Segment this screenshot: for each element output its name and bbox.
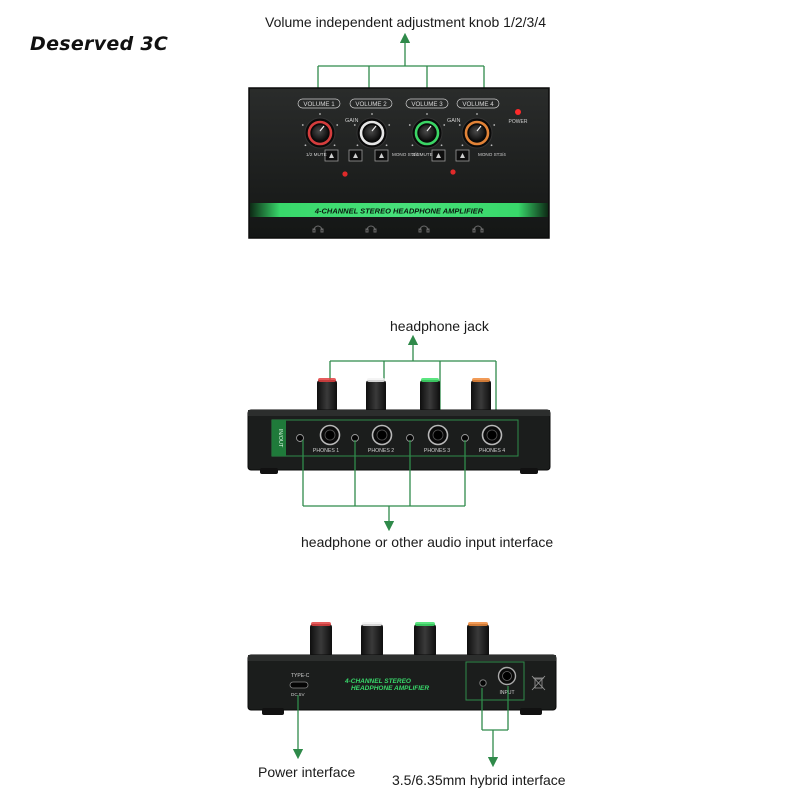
jack-labels: PHONES 1 PHONES 2 PHONES 3 PHONES 4 bbox=[313, 448, 505, 454]
gain-label-right: GAIN bbox=[447, 118, 460, 124]
type-c-port[interactable] bbox=[289, 681, 309, 689]
scale-tick bbox=[411, 144, 414, 147]
rear-knob-2[interactable] bbox=[361, 622, 383, 657]
mode-label-right: MONO ST3/4 bbox=[478, 152, 506, 157]
scale-tick bbox=[443, 124, 446, 126]
callout-hybrid-interface: 3.5/6.35mm hybrid interface bbox=[392, 772, 566, 788]
brand-watermark: Deserved 3C bbox=[30, 33, 169, 55]
input-bracket bbox=[302, 440, 466, 532]
scale-tick bbox=[493, 124, 496, 126]
headphone-icon bbox=[365, 225, 377, 233]
callout-headphone-jack: headphone jack bbox=[390, 318, 489, 334]
volume-1-label: VOLUME 1 bbox=[303, 101, 335, 108]
port-sub-label: DC 5V bbox=[291, 692, 305, 697]
scale-tick bbox=[440, 144, 443, 147]
volume-3-label: VOLUME 3 bbox=[411, 101, 443, 108]
front-knob-3[interactable] bbox=[420, 378, 440, 412]
jack-label-4: PHONES 4 bbox=[479, 448, 505, 454]
mute-controls: 1/2 MUTE MONO ST1/2 3/4 MUTE MONO ST3/4 bbox=[306, 149, 506, 162]
power-label: POWER bbox=[509, 119, 528, 125]
scale-tick bbox=[490, 144, 493, 147]
scale-tick bbox=[353, 124, 356, 126]
clip-led-right bbox=[450, 169, 456, 175]
phones-jack-1[interactable] bbox=[296, 424, 341, 446]
input-jack-3-5mm[interactable] bbox=[479, 679, 487, 687]
side-label: IN/OUT bbox=[277, 429, 283, 448]
rear-knob-4[interactable] bbox=[467, 622, 489, 657]
phones-jack-3[interactable] bbox=[406, 424, 449, 446]
foot bbox=[260, 468, 278, 474]
rear-product-name-line1: 4-CHANNEL STEREO bbox=[344, 678, 411, 685]
scale-tick bbox=[371, 113, 373, 115]
foot bbox=[520, 468, 538, 474]
rear-knob-3[interactable] bbox=[414, 622, 436, 657]
callout-audio-input: headphone or other audio input interface bbox=[301, 534, 554, 550]
gain-label-left: GAIN bbox=[345, 118, 358, 124]
volume-2-label: VOLUME 2 bbox=[355, 101, 387, 108]
scale-tick bbox=[458, 124, 461, 126]
phones-jack-4[interactable] bbox=[461, 424, 503, 446]
weee-bin-icon bbox=[531, 675, 546, 691]
volume-knob-4[interactable] bbox=[458, 113, 496, 149]
volume-labels: VOLUME 1 VOLUME 2 VOLUME 3 VOLUME 4 bbox=[297, 98, 500, 109]
mute-label-left: 1/2 MUTE bbox=[306, 152, 327, 157]
volume-knob-1[interactable] bbox=[301, 113, 339, 149]
product-name-stripe bbox=[250, 203, 548, 217]
volume-4-label: VOLUME 4 bbox=[462, 101, 494, 108]
rear-knob-1[interactable] bbox=[310, 622, 332, 657]
side-label-box bbox=[272, 420, 286, 456]
foot bbox=[262, 708, 284, 715]
scale-tick bbox=[408, 124, 411, 126]
clip-led-left bbox=[342, 171, 348, 177]
front-jacks bbox=[296, 424, 503, 446]
scale-tick bbox=[304, 144, 307, 147]
foot bbox=[520, 708, 542, 715]
volume-knob-3[interactable] bbox=[408, 113, 446, 149]
front-knobs bbox=[317, 378, 491, 412]
front-knob-2[interactable] bbox=[366, 378, 386, 412]
port-label: TYPE-C bbox=[291, 673, 310, 679]
front-knob-1[interactable] bbox=[317, 378, 337, 412]
mode-label-left: MONO ST1/2 bbox=[392, 152, 420, 157]
input-label: INPUT bbox=[500, 690, 515, 696]
scale-tick bbox=[476, 113, 478, 115]
rear-view-group: TYPE-C DC 5V 4-CHANNEL STEREO HEADPHONE … bbox=[247, 622, 557, 768]
callout-power-interface: Power interface bbox=[258, 764, 356, 780]
scale-tick bbox=[336, 124, 339, 126]
volume-knob-2[interactable] bbox=[353, 113, 391, 149]
phones-jack-2[interactable] bbox=[351, 424, 393, 446]
headphone-icon bbox=[312, 225, 324, 233]
rear-product-name-line2: HEADPHONE AMPLIFIER bbox=[351, 685, 429, 692]
scale-tick bbox=[388, 124, 391, 126]
top-product-name: 4-CHANNEL STEREO HEADPHONE AMPLIFIER bbox=[314, 207, 484, 216]
jack-label-1: PHONES 1 bbox=[313, 448, 339, 454]
jack-label-2: PHONES 2 bbox=[368, 448, 394, 454]
scale-tick bbox=[385, 144, 388, 147]
front-knob-4[interactable] bbox=[471, 378, 491, 412]
headphone-icon bbox=[472, 225, 484, 233]
front-device-body bbox=[247, 409, 551, 471]
scale-tick bbox=[356, 144, 359, 147]
scale-tick bbox=[333, 144, 336, 147]
jack-label-3: PHONES 3 bbox=[424, 448, 450, 454]
scale-tick bbox=[461, 144, 464, 147]
callout-volume-knob: Volume independent adjustment knob 1/2/3… bbox=[265, 14, 546, 30]
scale-tick bbox=[319, 113, 321, 115]
mute-label-right: 3/4 MUTE bbox=[412, 152, 433, 157]
input-frame bbox=[465, 661, 525, 701]
top-knobs bbox=[301, 113, 496, 149]
rear-knobs bbox=[310, 622, 489, 657]
scale-tick bbox=[301, 124, 304, 126]
headphone-icons bbox=[312, 225, 484, 233]
rear-callout-lines bbox=[292, 686, 509, 768]
scale-tick bbox=[426, 113, 428, 115]
front-view-group: IN/OUT PHONES 1 PHONES 2 PHONES 3 PHONES… bbox=[247, 334, 551, 532]
front-top-edge bbox=[248, 410, 550, 416]
top-view-group: VOLUME 1 VOLUME 2 VOLUME 3 VOLUME 4 GAIN… bbox=[248, 32, 550, 239]
rear-top-edge bbox=[248, 655, 556, 661]
power-led bbox=[515, 109, 521, 115]
headphone-icon bbox=[418, 225, 430, 233]
